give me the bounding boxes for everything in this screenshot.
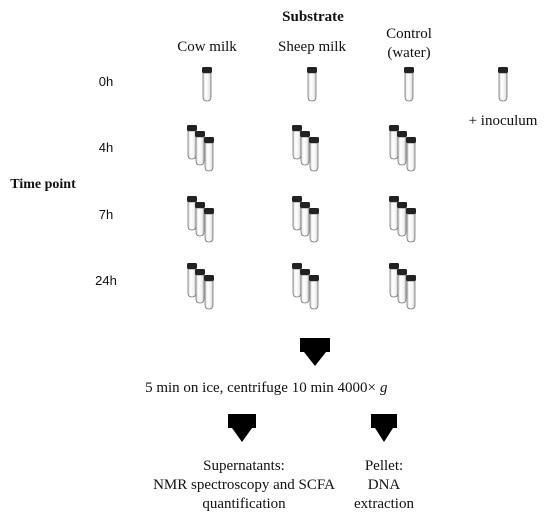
column-sheep-milk: Sheep milk xyxy=(278,39,346,55)
tube-cluster-24h-control-tube-2 xyxy=(397,269,407,304)
tube-cluster-24h-control-tube-3 xyxy=(406,275,416,310)
tube-cluster-7h-control-tube-2 xyxy=(397,202,407,237)
substrate-header: Substrate xyxy=(282,9,344,25)
column-control-water: (water) xyxy=(387,45,430,61)
tube-cluster-7h-control-tube-1 xyxy=(389,196,399,231)
tube-cluster-24h-cow-milk-tube-2 xyxy=(195,269,205,304)
tube-grid xyxy=(187,67,508,310)
supernatants-line-2: NMR spectroscopy and SCFA xyxy=(153,477,335,493)
centrifuge-step-text: 5 min on ice, centrifuge 10 min 4000× xyxy=(145,380,376,396)
tube-cluster-4h-sheep-milk-tube-1 xyxy=(292,125,302,160)
tube-cluster-4h-cow-milk-tube-1 xyxy=(187,125,197,160)
tube-0h-sheep-milk xyxy=(307,67,317,102)
supernatants-line-3: quantification xyxy=(202,496,286,512)
tube-cluster-4h-cow-milk-tube-3 xyxy=(204,137,214,172)
tube-cluster-7h-control-tube-3 xyxy=(406,208,416,243)
column-cow-milk: Cow milk xyxy=(177,39,237,55)
pellet-line-2: DNA xyxy=(368,477,401,493)
row-label-24h: 24h xyxy=(95,273,117,288)
row-label-7h: 7h xyxy=(99,207,113,222)
tube-cluster-7h-cow-milk-tube-2 xyxy=(195,202,205,237)
tube-cluster-7h-sheep-milk-tube-2 xyxy=(300,202,310,237)
column-control: Control xyxy=(386,26,432,42)
down-arrow-centrifuge xyxy=(300,338,330,366)
tube-cluster-4h-sheep-milk-tube-3 xyxy=(309,137,319,172)
centrifuge-unit-g: g xyxy=(380,380,388,396)
tube-cluster-4h-control-tube-3 xyxy=(406,137,416,172)
row-label-0h: 0h xyxy=(99,74,113,89)
tube-cluster-24h-sheep-milk-tube-1 xyxy=(292,263,302,298)
tube-inoculum xyxy=(498,67,508,102)
tube-0h-control xyxy=(404,67,414,102)
tube-cluster-24h-cow-milk-tube-1 xyxy=(187,263,197,298)
tube-cluster-24h-cow-milk-tube-3 xyxy=(204,275,214,310)
pellet-line-3: extraction xyxy=(354,496,414,512)
down-arrow-pellet xyxy=(371,414,397,442)
tube-0h-cow-milk xyxy=(202,67,212,102)
pellet-title: Pellet: xyxy=(365,458,403,474)
row-label-4h: 4h xyxy=(99,140,113,155)
tube-cluster-7h-cow-milk-tube-1 xyxy=(187,196,197,231)
tube-cluster-7h-cow-milk-tube-3 xyxy=(204,208,214,243)
tube-cluster-24h-control-tube-1 xyxy=(389,263,399,298)
down-arrow-supernatants xyxy=(228,414,256,442)
tube-cluster-24h-sheep-milk-tube-3 xyxy=(309,275,319,310)
inoculum-label: + inoculum xyxy=(469,113,538,129)
supernatants-title: Supernatants: xyxy=(203,458,285,474)
tube-cluster-7h-sheep-milk-tube-3 xyxy=(309,208,319,243)
tube-cluster-7h-sheep-milk-tube-1 xyxy=(292,196,302,231)
tube-cluster-4h-sheep-milk-tube-2 xyxy=(300,131,310,166)
tube-cluster-4h-control-tube-1 xyxy=(389,125,399,160)
tube-cluster-24h-sheep-milk-tube-2 xyxy=(300,269,310,304)
tube-cluster-4h-cow-milk-tube-2 xyxy=(195,131,205,166)
tube-cluster-4h-control-tube-2 xyxy=(397,131,407,166)
time-point-label: Time point xyxy=(10,177,76,192)
